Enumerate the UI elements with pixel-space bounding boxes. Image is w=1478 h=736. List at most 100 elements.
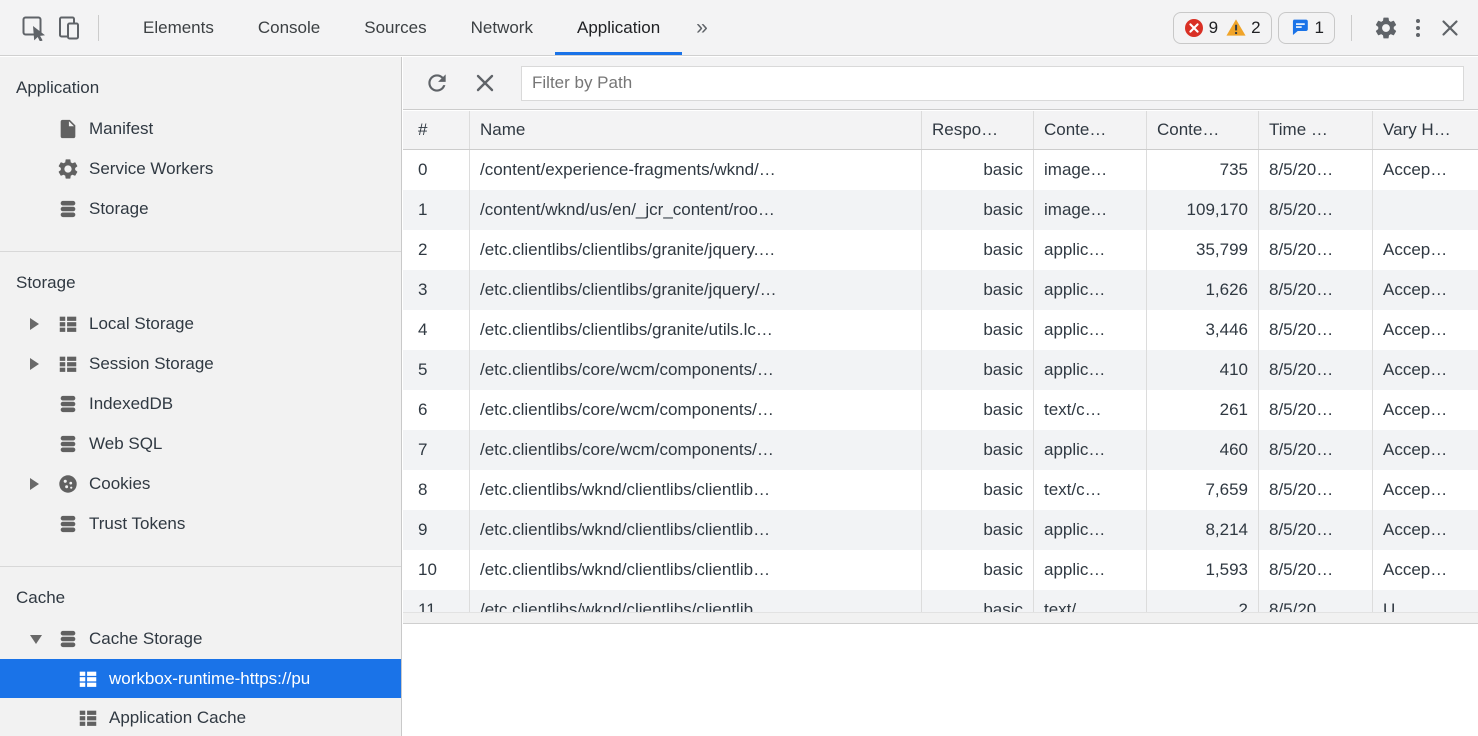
device-toolbar-icon[interactable] bbox=[52, 10, 88, 46]
sidebar-item-label: Trust Tokens bbox=[89, 514, 186, 533]
cell-time-cached: 8/5/20… bbox=[1259, 390, 1373, 430]
column-header-content-length[interactable]: Conte… bbox=[1147, 111, 1259, 149]
column-header-content-type[interactable]: Conte… bbox=[1034, 111, 1147, 149]
cell-content-type: applic… bbox=[1034, 510, 1147, 550]
sidebar-item-label: Local Storage bbox=[89, 314, 194, 333]
cell-response-type: basic bbox=[922, 150, 1034, 190]
section-title-application: Application bbox=[16, 78, 100, 97]
console-errors-warnings-badge[interactable]: 9 2 bbox=[1172, 11, 1272, 44]
column-header-name[interactable]: Name bbox=[470, 111, 922, 149]
table-row[interactable]: 4 /etc.clientlibs/clientlibs/granite/uti… bbox=[403, 310, 1478, 350]
sidebar-item-local-storage[interactable]: Local Storage bbox=[0, 304, 401, 344]
column-header-time-cached[interactable]: Time … bbox=[1259, 111, 1373, 149]
cell-content-type: text/… bbox=[1034, 590, 1147, 612]
sidebar-item-application-cache[interactable]: Application Cache bbox=[0, 698, 401, 736]
cell-content-length: 410 bbox=[1147, 350, 1259, 390]
tab-sources[interactable]: Sources bbox=[364, 17, 427, 37]
sidebar-item-service-workers[interactable]: Service Workers bbox=[0, 149, 401, 189]
chevron-right-icon[interactable] bbox=[30, 318, 56, 330]
kebab-menu-icon[interactable] bbox=[1410, 13, 1426, 43]
database-icon bbox=[56, 198, 80, 220]
column-header-number[interactable]: # bbox=[403, 111, 470, 149]
cell-time-cached: 8/5/20… bbox=[1259, 590, 1373, 612]
sidebar-item-indexeddb[interactable]: IndexedDB bbox=[0, 384, 401, 424]
refresh-icon[interactable] bbox=[419, 65, 455, 101]
tab-application[interactable]: Application bbox=[554, 0, 683, 55]
table-row[interactable]: 3 /etc.clientlibs/clientlibs/granite/jqu… bbox=[403, 270, 1478, 310]
section-application: Application Manifest Service Workers bbox=[0, 57, 401, 252]
table-row[interactable]: 5 /etc.clientlibs/core/wcm/components/… … bbox=[403, 350, 1478, 390]
table-row[interactable]: 0 /content/experience-fragments/wknd/… b… bbox=[403, 150, 1478, 190]
cell-content-length: 109,170 bbox=[1147, 190, 1259, 230]
cell-number: 6 bbox=[403, 390, 470, 430]
cell-response-type: basic bbox=[922, 550, 1034, 590]
database-icon bbox=[56, 393, 80, 415]
cell-content-length: 3,446 bbox=[1147, 310, 1259, 350]
column-header-response-type[interactable]: Respo… bbox=[922, 111, 1034, 149]
table-row[interactable]: 9 /etc.clientlibs/wknd/clientlibs/client… bbox=[403, 510, 1478, 550]
cell-name: /etc.clientlibs/core/wcm/components/… bbox=[470, 430, 922, 470]
cell-time-cached: 8/5/20… bbox=[1259, 470, 1373, 510]
cache-toolbar bbox=[403, 57, 1478, 110]
cell-time-cached: 8/5/20… bbox=[1259, 310, 1373, 350]
cell-content-type: text/c… bbox=[1034, 390, 1147, 430]
horizontal-scrollbar[interactable] bbox=[403, 612, 1478, 624]
table-row[interactable]: 6 /etc.clientlibs/core/wcm/components/… … bbox=[403, 390, 1478, 430]
more-tabs-chevron[interactable]: » bbox=[696, 15, 708, 39]
cell-number: 8 bbox=[403, 470, 470, 510]
issues-badge[interactable]: 1 bbox=[1277, 11, 1335, 44]
sidebar-item-session-storage[interactable]: Session Storage bbox=[0, 344, 401, 384]
cell-response-type: basic bbox=[922, 390, 1034, 430]
gear-icon bbox=[56, 157, 80, 181]
cell-content-type: text/c… bbox=[1034, 470, 1147, 510]
cell-number: 3 bbox=[403, 270, 470, 310]
cell-number: 7 bbox=[403, 430, 470, 470]
application-panel-sidebar: Application Manifest Service Workers bbox=[0, 57, 402, 736]
tab-console[interactable]: Console bbox=[257, 17, 321, 37]
chevron-right-icon[interactable] bbox=[30, 478, 56, 490]
table-row[interactable]: 7 /etc.clientlibs/core/wcm/components/… … bbox=[403, 430, 1478, 470]
sidebar-item-cache-storage[interactable]: Cache Storage bbox=[0, 619, 401, 659]
tab-network[interactable]: Network bbox=[470, 17, 533, 37]
clear-icon[interactable] bbox=[467, 65, 503, 101]
table-row[interactable]: 1 /content/wknd/us/en/_jcr_content/roo… … bbox=[403, 190, 1478, 230]
inspect-element-icon[interactable] bbox=[16, 10, 52, 46]
sidebar-item-cookies[interactable]: Cookies bbox=[0, 464, 401, 504]
table-row[interactable]: 11 /etc.clientlibs/wknd/clientlibs/clien… bbox=[403, 590, 1478, 612]
cell-name: /etc.clientlibs/clientlibs/granite/utils… bbox=[470, 310, 922, 350]
tab-elements[interactable]: Elements bbox=[143, 17, 214, 37]
sidebar-item-web-sql[interactable]: Web SQL bbox=[0, 424, 401, 464]
table-row[interactable]: 10 /etc.clientlibs/wknd/clientlibs/clien… bbox=[403, 550, 1478, 590]
cell-content-length: 261 bbox=[1147, 390, 1259, 430]
sidebar-item-storage[interactable]: Storage bbox=[0, 189, 401, 229]
chevron-right-icon[interactable] bbox=[30, 358, 56, 370]
cell-content-length: 735 bbox=[1147, 150, 1259, 190]
table-icon bbox=[76, 668, 100, 690]
cell-vary-header: Accep… bbox=[1383, 240, 1448, 259]
filter-by-path-input[interactable] bbox=[521, 65, 1464, 101]
cell-response-type: basic bbox=[922, 590, 1034, 612]
sidebar-item-workbox-runtime-cache[interactable]: workbox-runtime-https://pu bbox=[0, 659, 401, 698]
cell-name: /etc.clientlibs/wknd/clientlibs/clientli… bbox=[470, 590, 922, 612]
cell-content-type: image… bbox=[1034, 150, 1147, 190]
settings-gear-icon[interactable] bbox=[1368, 10, 1404, 46]
close-devtools-icon[interactable] bbox=[1432, 10, 1468, 46]
cell-content-type: applic… bbox=[1034, 270, 1147, 310]
cell-time-cached: 8/5/20… bbox=[1259, 150, 1373, 190]
database-icon bbox=[56, 628, 80, 650]
sidebar-item-manifest[interactable]: Manifest bbox=[0, 109, 401, 149]
cell-number: 10 bbox=[403, 550, 470, 590]
sidebar-item-label: Cache Storage bbox=[89, 629, 203, 648]
table-row[interactable]: 2 /etc.clientlibs/clientlibs/granite/jqu… bbox=[403, 230, 1478, 270]
table-row[interactable]: 8 /etc.clientlibs/wknd/clientlibs/client… bbox=[403, 470, 1478, 510]
chevron-down-icon[interactable] bbox=[30, 634, 56, 644]
cell-vary-header: Accep… bbox=[1383, 280, 1448, 299]
cell-time-cached: 8/5/20… bbox=[1259, 230, 1373, 270]
column-header-vary-header[interactable]: Vary H… bbox=[1383, 120, 1451, 139]
table-icon bbox=[56, 313, 80, 335]
cell-content-length: 35,799 bbox=[1147, 230, 1259, 270]
cookie-icon bbox=[56, 473, 80, 495]
cell-time-cached: 8/5/20… bbox=[1259, 430, 1373, 470]
sidebar-item-trust-tokens[interactable]: Trust Tokens bbox=[0, 504, 401, 544]
cell-vary-header: Accep… bbox=[1383, 440, 1448, 459]
